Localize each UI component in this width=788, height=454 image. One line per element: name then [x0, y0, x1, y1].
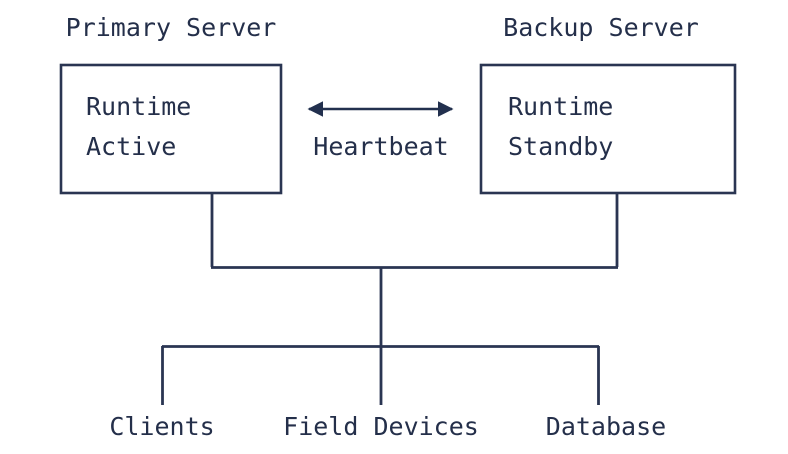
leaf-label-clients: Clients [109, 412, 214, 441]
leaf-connectors [161, 345, 600, 405]
node-primary-server[interactable]: Runtime Active [59, 63, 283, 195]
heartbeat-connector: Heartbeat [307, 101, 454, 161]
backup-server-title: Backup Server [503, 13, 699, 42]
primary-server-line2: Active [86, 132, 176, 161]
backup-server-box[interactable] [479, 63, 737, 195]
server-downlinks [210, 193, 619, 347]
node-backup-server[interactable]: Runtime Standby [479, 63, 737, 195]
primary-server-box[interactable] [59, 63, 283, 195]
leaf-label-database: Database [546, 412, 666, 441]
leaf-label-field-devices: Field Devices [283, 412, 479, 441]
backup-server-line2: Standby [508, 132, 613, 161]
primary-server-title: Primary Server [66, 13, 277, 42]
heartbeat-label: Heartbeat [313, 132, 448, 161]
primary-server-line1: Runtime [86, 92, 191, 121]
backup-server-line1: Runtime [508, 92, 613, 121]
